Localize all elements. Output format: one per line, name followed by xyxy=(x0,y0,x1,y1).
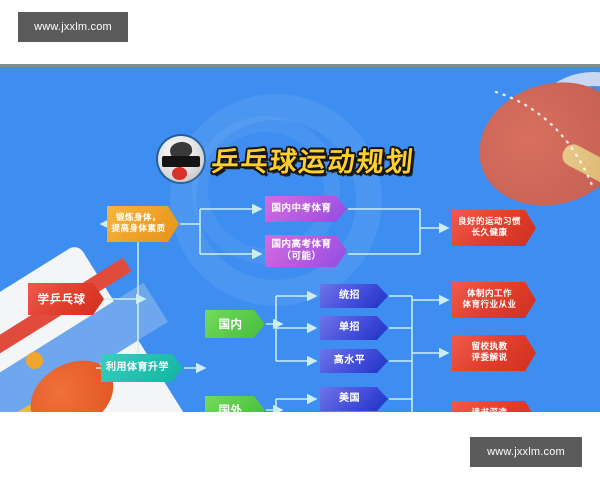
node-exam-zhongkao[interactable]: 国内中考体育 xyxy=(265,196,347,222)
node-outcome-healthy-habit[interactable]: 良好的运动习惯 长久健康 xyxy=(452,210,536,246)
node-path-usa[interactable]: 美国 xyxy=(320,387,388,411)
poster-top-strip xyxy=(0,64,600,67)
node-path-danzhao[interactable]: 单招 xyxy=(320,316,388,340)
watermark-bottom: www.jxxlm.com xyxy=(470,437,582,467)
node-region-domestic[interactable]: 国内 xyxy=(205,310,265,338)
node-root-learn-table-tennis[interactable]: 学乒乓球 xyxy=(28,283,104,315)
node-region-overseas[interactable]: 国外 xyxy=(205,396,265,412)
node-branch-education-pathway[interactable]: 利用体育升学 xyxy=(101,354,183,382)
watermark-top: www.jxxlm.com xyxy=(18,12,128,42)
node-outcome-school-coaching[interactable]: 留校执教 评委解说 xyxy=(452,335,536,371)
poster-image: 乒乓球运动规划 xyxy=(0,64,600,412)
poster-title-row: 乒乓球运动规划 xyxy=(158,136,416,182)
node-path-gaoshuiping[interactable]: 高水平 xyxy=(320,349,388,373)
node-branch-fitness[interactable]: 锻炼身体， 提高身体素质 xyxy=(107,206,179,242)
eagle-badge-logo-icon xyxy=(158,136,204,182)
node-path-tongzhao[interactable]: 统招 xyxy=(320,284,388,308)
node-exam-gaokao[interactable]: 国内高考体育 （可能） xyxy=(265,235,347,267)
node-outcome-further-study[interactable]: 读书深造 高校任教 xyxy=(452,401,536,412)
node-outcome-institutional-job[interactable]: 体制内工作 体育行业从业 xyxy=(452,282,536,318)
badge-ball-icon xyxy=(172,167,187,180)
